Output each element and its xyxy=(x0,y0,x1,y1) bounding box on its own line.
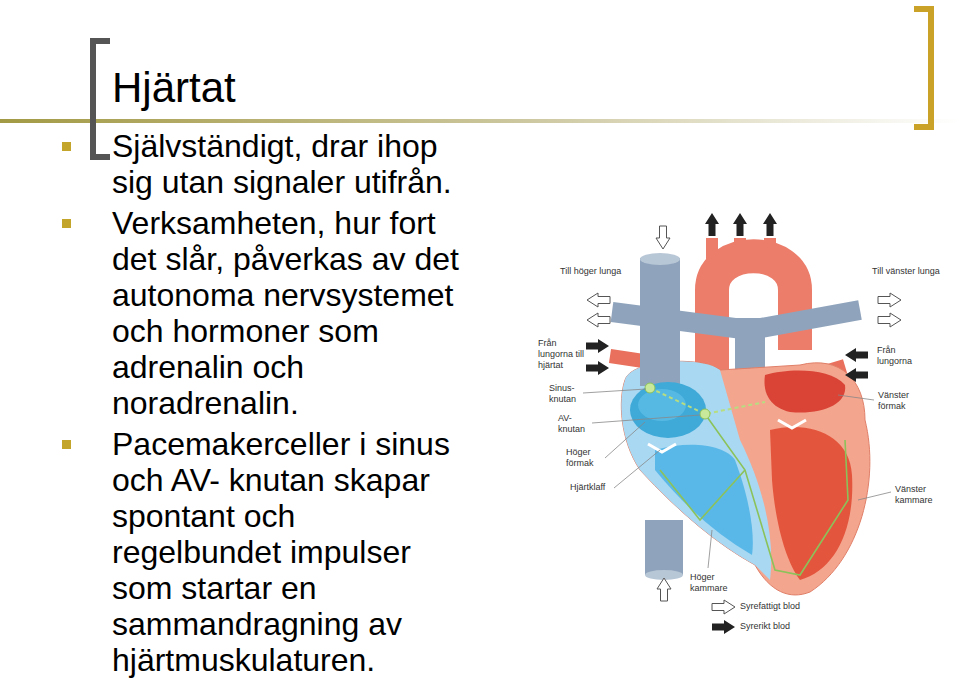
flow-arrow xyxy=(705,213,719,236)
legend-text: Syrerikt blod xyxy=(740,621,790,632)
bullet-text: Självständigt, drar ihop sig utan signal… xyxy=(112,128,452,200)
bullet-item: Självständigt, drar ihop sig utan signal… xyxy=(112,128,467,200)
flow-arrow xyxy=(586,339,609,353)
leader-line xyxy=(583,389,646,393)
bullet-marker xyxy=(62,440,71,449)
part-label: Vänster kammare xyxy=(895,484,945,506)
flow-arrow xyxy=(878,313,901,327)
legend-sample-arrow xyxy=(712,620,735,634)
bullet-item: Pacemakerceller i sinus och AV- knutan s… xyxy=(112,426,467,678)
bullet-text: Verksamheten, hur fort det slår, påverka… xyxy=(112,205,459,421)
leader-line xyxy=(858,492,891,500)
flow-arrow xyxy=(657,578,671,601)
flow-arrow xyxy=(733,213,747,236)
flow-arrow xyxy=(586,361,609,375)
sinus-node xyxy=(645,383,655,393)
left-atrium xyxy=(764,371,845,413)
leader-line xyxy=(708,530,712,568)
superior-vena-cava xyxy=(640,258,680,386)
part-label: Vänster förmak xyxy=(878,390,918,412)
conduction-path xyxy=(660,470,745,520)
arrow-label: Till höger lunga xyxy=(560,266,621,277)
arrow-label: Till vänster lunga xyxy=(872,266,940,277)
flow-arrow xyxy=(763,213,777,236)
heart-illustration xyxy=(583,213,901,634)
heart-wall xyxy=(621,361,870,595)
part-label: Höger förmak xyxy=(566,447,601,469)
flow-arrow xyxy=(656,226,670,249)
leader-line xyxy=(592,415,700,423)
inferior-vena-cava xyxy=(645,520,683,575)
legend-sample-arrow xyxy=(712,600,735,614)
flow-arrow xyxy=(878,293,901,307)
pulmonary-artery xyxy=(750,310,860,330)
heart-valve xyxy=(648,444,676,452)
flow-arrow xyxy=(587,293,610,307)
av-node xyxy=(700,409,710,419)
aorta-branch xyxy=(706,238,718,275)
bullet-list: Självständigt, drar ihop sig utan signal… xyxy=(112,128,467,683)
aorta-branch xyxy=(764,238,776,262)
left-bracket xyxy=(90,38,110,160)
bullet-item: Verksamheten, hur fort det slår, påverka… xyxy=(112,205,467,421)
flow-arrow xyxy=(845,368,868,382)
arrow-label: Från lungorna till hjärtat xyxy=(538,338,588,371)
heart-valve xyxy=(778,420,806,428)
title-rule xyxy=(0,119,960,123)
leader-line xyxy=(838,395,874,400)
bullet-marker xyxy=(62,142,71,151)
aorta-branch xyxy=(734,238,746,258)
slide-title: Hjärtat xyxy=(112,64,236,112)
flow-arrow xyxy=(845,348,868,362)
part-label: Hjärtklaff xyxy=(570,482,605,493)
right-heart-wall xyxy=(621,361,771,580)
leader-line xyxy=(614,450,660,488)
part-label: AV- knutan xyxy=(558,413,588,435)
part-label: Sinus- knutan xyxy=(549,383,579,405)
leader-line xyxy=(605,422,645,458)
legend-text: Syrefattigt blod xyxy=(740,601,800,612)
bullet-text: Pacemakerceller i sinus och AV- knutan s… xyxy=(112,426,450,678)
pulmonary-artery xyxy=(612,312,750,330)
right-bracket xyxy=(914,6,934,130)
part-label: Höger kammare xyxy=(690,572,735,594)
flow-arrow xyxy=(587,313,610,327)
arrow-label: Från lungorna xyxy=(877,345,917,367)
bullet-marker xyxy=(62,219,71,228)
leader-lines xyxy=(583,389,891,568)
conduction-path xyxy=(705,414,848,575)
vena-cava-opening xyxy=(640,253,680,265)
